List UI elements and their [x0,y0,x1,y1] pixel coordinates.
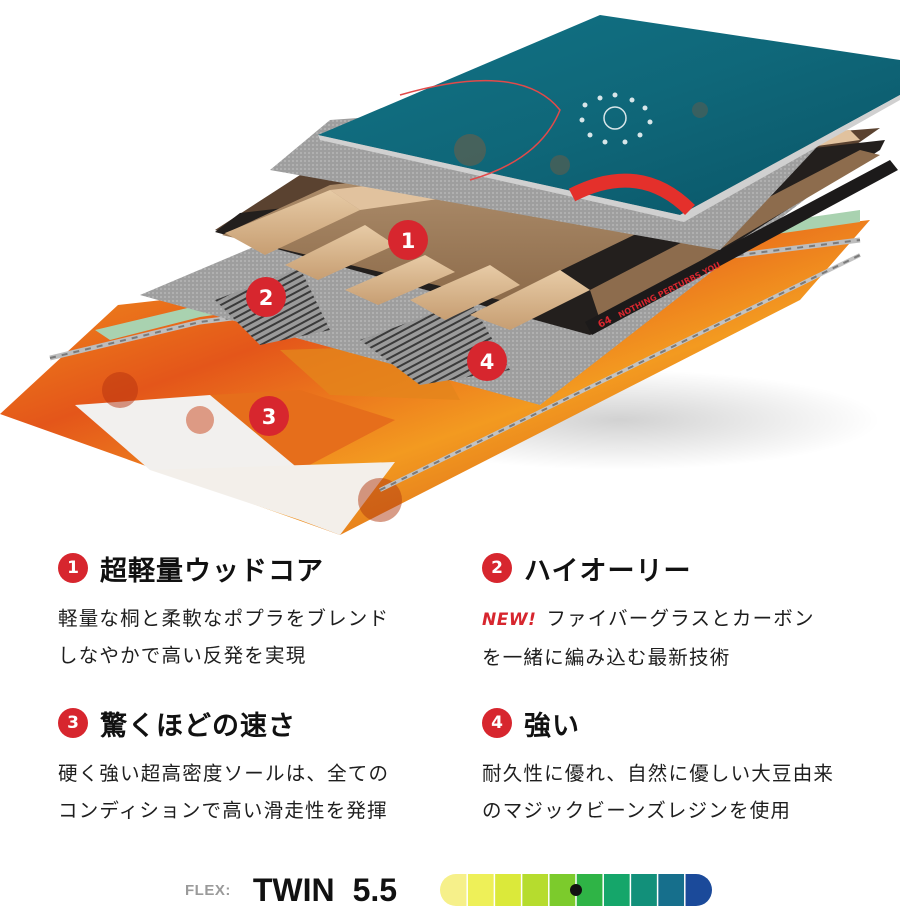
feature-number-badge: 1 [58,553,88,583]
feature-number-badge: 2 [482,553,512,583]
svg-text:2: 2 [259,286,274,310]
feature-description-line: コンディションで高い滑走性を発揮 [58,799,388,822]
flex-segment [440,874,468,906]
layer-marker-1: 1 [388,220,428,260]
feature-title: 超軽量ウッドコア [100,555,324,587]
feature-heading: 2 ハイオーリー [482,548,882,588]
feature-speed: 3 驚くほどの速さ 硬く強い超高密度ソールは、全ての コンディションで高い滑走性… [58,703,458,829]
layer-marker-3: 3 [249,396,289,436]
flex-rating: FLEX: TWIN 5.5 [185,868,397,912]
flex-segment [467,874,495,906]
flex-segment [630,874,659,906]
feature-number-badge: 3 [58,708,88,738]
flex-segment [603,874,631,906]
flex-segment [521,874,550,906]
feature-description-line: 軽量な桐と柔軟なポプラをブレンド [58,607,390,630]
feature-title: ハイオーリー [524,555,692,587]
svg-text:4: 4 [480,350,495,374]
feature-description-line: しなやかで高い反発を実現 [58,644,307,667]
feature-description-line: のマジックビーンズレジンを使用 [482,799,792,822]
feature-description-line: を一緒に編み込む最新技術 [482,646,731,669]
layer-marker-4: 4 [467,341,507,381]
feature-wood-core: 1 超軽量ウッドコア 軽量な桐と柔軟なポプラをブレンド しなやかで高い反発を実現 [58,548,458,674]
feature-number-badge: 4 [482,708,512,738]
new-badge: NEW! [482,610,537,630]
feature-description-line: NEW!ファイバーグラスとカーボン [482,607,815,630]
feature-heading: 3 驚くほどの速さ [58,703,458,743]
flex-model-name: TWIN [252,871,335,908]
feature-strong: 4 強い 耐久性に優れ、自然に優しい大豆由来 のマジックビーンズレジンを使用 [482,703,882,829]
flex-marker [570,884,582,896]
feature-description: NEW!ファイバーグラスとカーボン を一緒に編み込む最新技術 [482,600,882,676]
topsheet-layer [318,15,900,222]
svg-text:1: 1 [401,229,416,253]
feature-description: 硬く強い超高密度ソールは、全ての コンディションで高い滑走性を発揮 [58,755,458,829]
svg-text:3: 3 [262,405,277,429]
feature-title: 強い [524,710,580,742]
feature-description-line: 硬く強い超高密度ソールは、全ての [58,762,390,785]
feature-description: 軽量な桐と柔軟なポプラをブレンド しなやかで高い反発を実現 [58,600,458,674]
feature-description: 耐久性に優れ、自然に優しい大豆由来 のマジックビーンズレジンを使用 [482,755,882,829]
feature-description-line: 耐久性に優れ、自然に優しい大豆由来 [482,762,835,785]
board-layers-illustration: 64 NOTHING PERTURBS YOU 1 2 3 4 [0,15,900,535]
feature-heading: 1 超軽量ウッドコア [58,548,458,588]
flex-segment [657,874,686,906]
feature-high-ollie: 2 ハイオーリー NEW!ファイバーグラスとカーボン を一緒に編み込む最新技術 [482,548,882,676]
flex-label: FLEX: [185,881,231,899]
flex-segment [684,874,712,906]
flex-segment [494,874,523,906]
feature-title: 驚くほどの速さ [100,710,296,742]
feature-heading: 4 強い [482,703,882,743]
layer-marker-2: 2 [246,277,286,317]
flex-value: 5.5 [352,871,398,908]
flex-scale-bar [440,874,712,906]
